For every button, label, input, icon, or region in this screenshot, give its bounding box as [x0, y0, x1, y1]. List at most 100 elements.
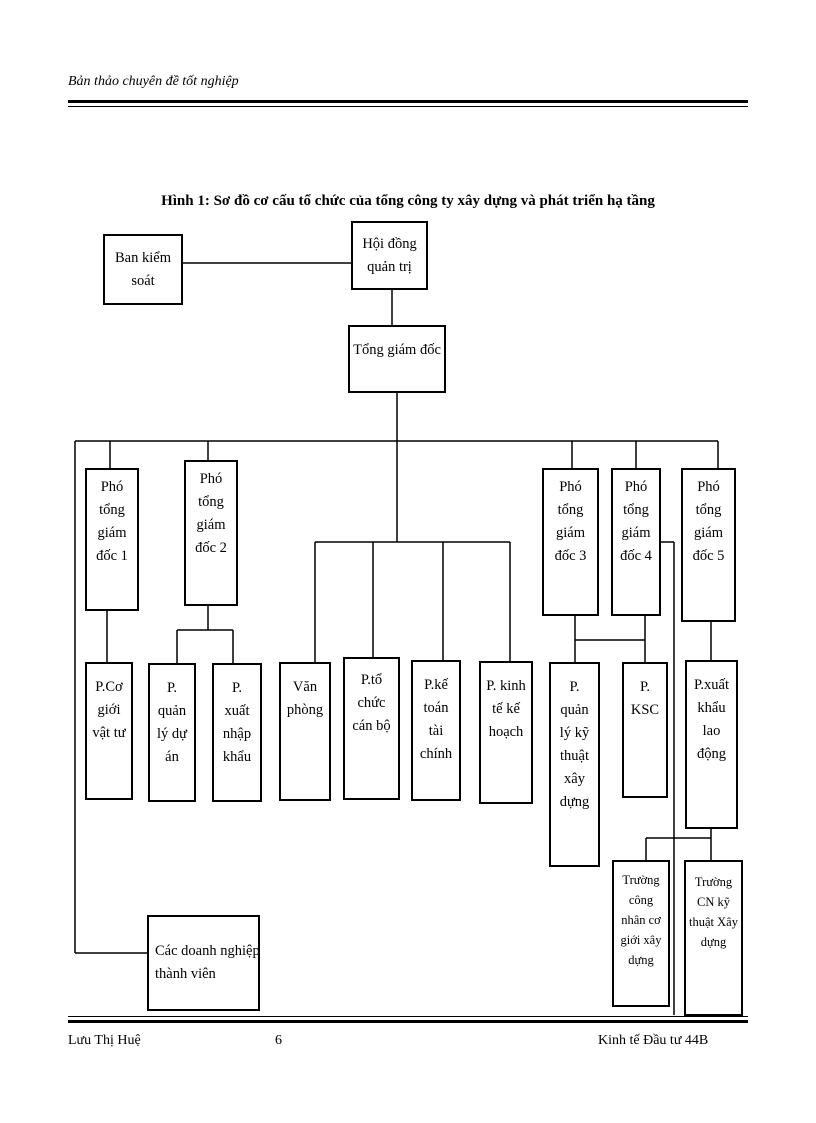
node-text: giám — [694, 525, 723, 541]
node-text: P. — [639, 679, 651, 695]
node-text: toán — [423, 700, 449, 716]
node-text: quản — [157, 703, 187, 719]
p-ksc-box: P. KSC — [622, 662, 668, 798]
node-text: Hội đồng — [362, 235, 417, 252]
node-text: đốc 2 — [195, 540, 227, 556]
node-text: Phó — [624, 479, 648, 495]
node-text: P.kế — [424, 677, 448, 693]
node-text: nhập — [222, 726, 252, 742]
node-text: tổng — [623, 502, 649, 518]
node-text: giám — [196, 517, 226, 533]
node-text: P. — [569, 679, 580, 695]
node-text: giám — [556, 525, 585, 541]
p-quan-ly-du-an-box: P. quản lý dự án — [148, 663, 196, 802]
node-text: thành viên — [155, 966, 216, 982]
node-text: P.tổ — [360, 672, 383, 688]
truong-cn-ky-thuat-xay-dung-box: Trường CN kỹ thuật Xây dựng — [684, 860, 743, 1016]
node-text: tổng — [557, 502, 584, 518]
node-text: đốc 1 — [96, 548, 128, 564]
node-text: khẩu — [222, 749, 252, 765]
header-rule-thick — [68, 100, 748, 103]
node-text: KSC — [630, 702, 660, 718]
node-text: xây — [564, 771, 585, 787]
node-text: dựng — [628, 953, 654, 967]
node-text: xuất — [224, 703, 250, 719]
node-text: hoạch — [488, 724, 524, 740]
p-kinh-te-ke-hoach-box: P. kinh tế kế hoạch — [479, 661, 533, 804]
node-text: công — [628, 893, 654, 907]
cac-doanh-nghiep-thanh-vien-box: Các doanh nghiệp thành viên — [147, 915, 260, 1011]
node-text: phòng — [286, 702, 324, 718]
pho-tong-giam-doc-4-box: Phó tổng giám đốc 4 — [611, 468, 661, 616]
node-text: thuật Xây — [689, 915, 738, 929]
node-text: tổng — [99, 502, 125, 518]
node-text: giới — [97, 702, 121, 718]
node-text: tài — [428, 723, 444, 739]
pho-tong-giam-doc-3-box: Phó tổng giám đốc 3 — [542, 468, 599, 616]
p-xuat-khau-lao-dong-box: P.xuất khẩu lao động — [685, 660, 738, 829]
node-text: đốc 4 — [620, 548, 652, 564]
footer-author: Lưu Thị Huệ — [68, 1033, 141, 1048]
node-text: lý kỹ — [559, 725, 590, 741]
node-text: động — [697, 746, 726, 762]
node-text: đốc 3 — [554, 548, 587, 564]
node-text: Ban kiểm — [115, 249, 171, 266]
node-text: Phó — [559, 479, 582, 495]
hoi-dong-quan-tri-box: Hội đồng quản trị — [351, 221, 428, 290]
p-xuat-nhap-khau-box: P. xuất nhập khẩu — [212, 663, 262, 802]
node-text: tổng — [198, 494, 224, 510]
node-text: giới xây — [620, 933, 662, 947]
pho-tong-giam-doc-1-box: Phó tổng giám đốc 1 — [85, 468, 139, 611]
node-text: Trường — [622, 873, 660, 887]
truong-cong-nhan-box: Trường công nhân cơ giới xây dựng — [612, 860, 670, 1007]
node-text: P.Cơ — [95, 679, 123, 695]
node-text: nhân cơ — [621, 913, 661, 927]
node-text: cán bộ — [352, 718, 391, 734]
node-text: Trường — [694, 875, 733, 889]
node-text: P.xuất — [693, 677, 730, 693]
node-text: chức — [357, 695, 386, 711]
node-text: án — [165, 749, 179, 765]
node-text: P. kinh — [486, 678, 526, 694]
node-text: khẩu — [697, 700, 726, 716]
footer-page-number: 6 — [275, 1033, 282, 1048]
figure-title: Hình 1: Sơ đồ cơ cấu tổ chức của tổng cô… — [161, 193, 655, 209]
tong-giam-doc-box: Tổng giám đốc — [348, 325, 446, 393]
footer-rule-thick — [68, 1020, 748, 1023]
node-text: CN kỹ — [697, 895, 730, 909]
node-text: P. — [231, 680, 243, 696]
node-text: quản — [560, 702, 589, 718]
node-text: Phó — [100, 479, 124, 495]
node-text: Tổng giám đốc — [353, 342, 441, 358]
node-text: Phó — [697, 479, 720, 495]
node-text: giám — [621, 525, 651, 541]
ban-kiem-soat-box: Ban kiểm soát — [103, 234, 183, 305]
node-text: lý dự — [156, 726, 187, 742]
node-text: Các doanh nghiệp — [155, 943, 260, 959]
node-text: chính — [419, 746, 453, 762]
header-rule-thin — [68, 106, 748, 107]
node-text: vật tư — [92, 725, 126, 741]
running-header: Bản thảo chuyên đề tốt nghiệp — [68, 74, 239, 89]
p-ke-toan-tai-chinh-box: P.kế toán tài chính — [411, 660, 461, 801]
van-phong-box: Văn phòng — [279, 662, 331, 801]
node-text: Văn — [292, 679, 318, 695]
node-text: đốc 5 — [692, 548, 725, 564]
node-text: lao — [702, 723, 721, 739]
node-text: thuật — [560, 748, 589, 764]
p-co-gioi-vat-tu-box: P.Cơ giới vật tư — [85, 662, 133, 800]
footer-rule-thin — [68, 1016, 748, 1017]
node-text: Phó — [199, 471, 223, 487]
node-text: P. — [166, 680, 178, 696]
node-text: tế kế — [492, 701, 520, 717]
pho-tong-giam-doc-2-box: Phó tổng giám đốc 2 — [184, 460, 238, 606]
node-text: giám — [97, 525, 127, 541]
p-to-chuc-can-bo-box: P.tổ chức cán bộ — [343, 657, 400, 800]
node-text: soát — [131, 272, 155, 289]
footer-class: Kinh tế Đầu tư 44B — [598, 1033, 709, 1048]
node-text: dựng — [559, 794, 590, 810]
node-text: tổng — [695, 502, 722, 518]
node-text: quản trị — [367, 258, 412, 275]
pho-tong-giam-doc-5-box: Phó tổng giám đốc 5 — [681, 468, 736, 622]
